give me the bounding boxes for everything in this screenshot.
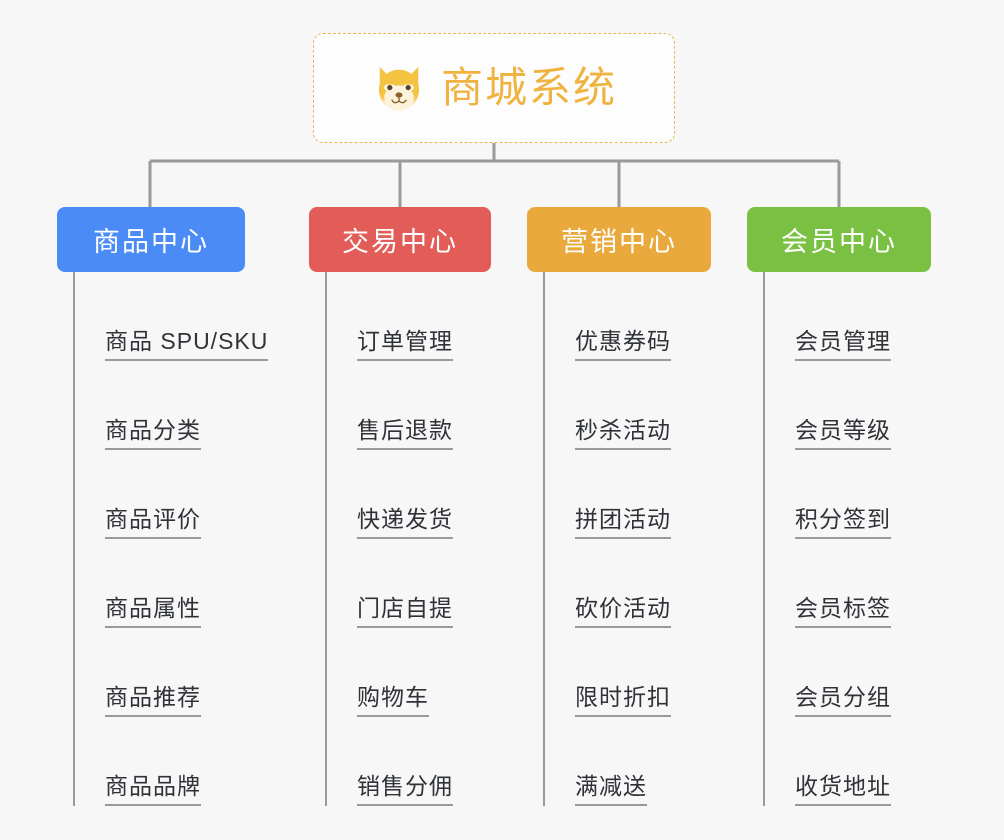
branch-header-会员中心[interactable]: 会员中心 <box>747 207 931 272</box>
branch-trunk-3 <box>543 272 545 806</box>
leaf-item[interactable]: 商品属性 <box>57 539 245 628</box>
root-node[interactable]: 商城系统 <box>313 33 675 143</box>
branch-header-商品中心[interactable]: 商品中心 <box>57 207 245 272</box>
leaf-label: 商品评价 <box>105 506 201 539</box>
leaf-label: 销售分佣 <box>357 773 453 806</box>
leaf-item[interactable]: 商品品牌 <box>57 717 245 806</box>
leaf-label: 商品推荐 <box>105 684 201 717</box>
leaf-label: 拼团活动 <box>575 506 671 539</box>
leaf-label: 商品属性 <box>105 595 201 628</box>
branch-body-1: 商品 SPU/SKU 商品分类 商品评价 商品属性 商品推荐 商品品牌 <box>57 272 269 806</box>
branch-header-label: 交易中心 <box>342 227 458 257</box>
branch-header-label: 商品中心 <box>93 227 209 257</box>
leaf-label: 会员等级 <box>795 417 891 450</box>
leaf-label: 收货地址 <box>795 773 891 806</box>
branch-column-3: 营销中心 优惠券码 秒杀活动 拼团活动 砍价活动 限时折扣 满减送 <box>527 207 711 806</box>
branch-trunk-2 <box>325 272 327 806</box>
leaf-label: 商品分类 <box>105 417 201 450</box>
leaf-item[interactable]: 秒杀活动 <box>527 361 711 450</box>
leaf-item[interactable]: 门店自提 <box>309 539 491 628</box>
leaf-list-2: 订单管理 售后退款 快递发货 门店自提 购物车 销售分佣 <box>309 272 491 806</box>
leaf-label: 秒杀活动 <box>575 417 671 450</box>
leaf-item[interactable]: 购物车 <box>309 628 491 717</box>
leaf-label: 积分签到 <box>795 506 891 539</box>
branch-header-label: 会员中心 <box>781 227 897 257</box>
branch-trunk-1 <box>73 272 75 806</box>
leaf-label: 快递发货 <box>357 506 453 539</box>
leaf-label: 会员标签 <box>795 595 891 628</box>
leaf-item[interactable]: 商品推荐 <box>57 628 245 717</box>
branch-trunk-4 <box>763 272 765 806</box>
leaf-label: 砍价活动 <box>575 595 671 628</box>
leaf-label: 订单管理 <box>357 328 453 361</box>
leaf-item[interactable]: 收货地址 <box>747 717 931 806</box>
leaf-list-4: 会员管理 会员等级 积分签到 会员标签 会员分组 收货地址 <box>747 272 931 806</box>
branch-header-label: 营销中心 <box>561 227 677 257</box>
leaf-item[interactable]: 优惠券码 <box>527 272 711 361</box>
leaf-label: 会员分组 <box>795 684 891 717</box>
leaf-item[interactable]: 拼团活动 <box>527 450 711 539</box>
leaf-item[interactable]: 砍价活动 <box>527 539 711 628</box>
leaf-label: 售后退款 <box>357 417 453 450</box>
leaf-label: 优惠券码 <box>575 328 671 361</box>
leaf-item[interactable]: 满减送 <box>527 717 711 806</box>
leaf-item[interactable]: 会员标签 <box>747 539 931 628</box>
leaf-list-3: 优惠券码 秒杀活动 拼团活动 砍价活动 限时折扣 满减送 <box>527 272 711 806</box>
leaf-label: 商品品牌 <box>105 773 201 806</box>
branch-header-交易中心[interactable]: 交易中心 <box>309 207 491 272</box>
leaf-item[interactable]: 销售分佣 <box>309 717 491 806</box>
leaf-item[interactable]: 商品评价 <box>57 450 245 539</box>
leaf-item[interactable]: 会员管理 <box>747 272 931 361</box>
leaf-label: 门店自提 <box>357 595 453 628</box>
leaf-label: 商品 SPU/SKU <box>105 328 269 361</box>
leaf-item[interactable]: 商品分类 <box>57 361 245 450</box>
leaf-item[interactable]: 订单管理 <box>309 272 491 361</box>
leaf-item[interactable]: 快递发货 <box>309 450 491 539</box>
leaf-label: 满减送 <box>575 773 647 806</box>
leaf-item[interactable]: 会员分组 <box>747 628 931 717</box>
leaf-item[interactable]: 商品 SPU/SKU <box>57 272 269 361</box>
leaf-item[interactable]: 限时折扣 <box>527 628 711 717</box>
leaf-list-1: 商品 SPU/SKU 商品分类 商品评价 商品属性 商品推荐 商品品牌 <box>57 272 269 806</box>
leaf-item[interactable]: 售后退款 <box>309 361 491 450</box>
leaf-label: 购物车 <box>357 684 429 717</box>
root-title: 商城系统 <box>440 64 617 111</box>
branch-body-3: 优惠券码 秒杀活动 拼团活动 砍价活动 限时折扣 满减送 <box>527 272 711 806</box>
branch-header-营销中心[interactable]: 营销中心 <box>527 207 711 272</box>
shiba-dog-face-icon <box>378 67 420 111</box>
branch-body-4: 会员管理 会员等级 积分签到 会员标签 会员分组 收货地址 <box>747 272 931 806</box>
branch-column-4: 会员中心 会员管理 会员等级 积分签到 会员标签 会员分组 收货地址 <box>747 207 931 806</box>
branch-column-2: 交易中心 订单管理 售后退款 快递发货 门店自提 购物车 销售分佣 <box>309 207 491 806</box>
branch-body-2: 订单管理 售后退款 快递发货 门店自提 购物车 销售分佣 <box>309 272 491 806</box>
leaf-label: 会员管理 <box>795 328 891 361</box>
branch-column-1: 商品中心 商品 SPU/SKU 商品分类 商品评价 商品属性 商品推荐 商品品牌 <box>57 207 269 806</box>
leaf-item[interactable]: 积分签到 <box>747 450 931 539</box>
leaf-item[interactable]: 会员等级 <box>747 361 931 450</box>
leaf-label: 限时折扣 <box>575 684 671 717</box>
